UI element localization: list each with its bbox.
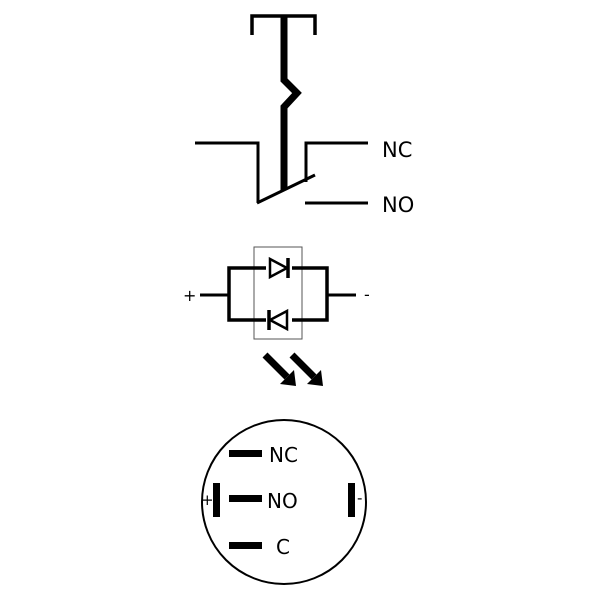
connector-minus-label: - (357, 489, 362, 507)
connector-pinout (201, 419, 367, 585)
switch-nc-label: NC (382, 138, 412, 162)
common-wire (195, 141, 260, 203)
light-emission-arrows-icon (262, 352, 323, 386)
bicolor-led-symbol (200, 246, 356, 340)
plus-pin (213, 483, 220, 517)
pushbutton-switch-symbol (195, 14, 368, 205)
nc-wire (304, 141, 368, 182)
connector-plus-label: + (201, 491, 214, 509)
led-housing-box (253, 246, 303, 340)
connector-nc-label: NC (269, 443, 298, 467)
diode-reverse-icon (266, 308, 292, 332)
connector-no-label: NO (267, 489, 298, 513)
switch-no-label: NO (382, 193, 414, 217)
connector-outline (201, 419, 367, 585)
diode-forward-icon (266, 256, 292, 280)
c-pin (229, 542, 262, 549)
led-minus-label: - (364, 285, 370, 304)
nc-pin (229, 450, 262, 457)
minus-pin (348, 483, 355, 517)
actuator-stem (280, 16, 302, 190)
no-pin (229, 495, 262, 502)
connector-c-label: C (276, 535, 290, 559)
led-plus-label: + (183, 286, 196, 305)
